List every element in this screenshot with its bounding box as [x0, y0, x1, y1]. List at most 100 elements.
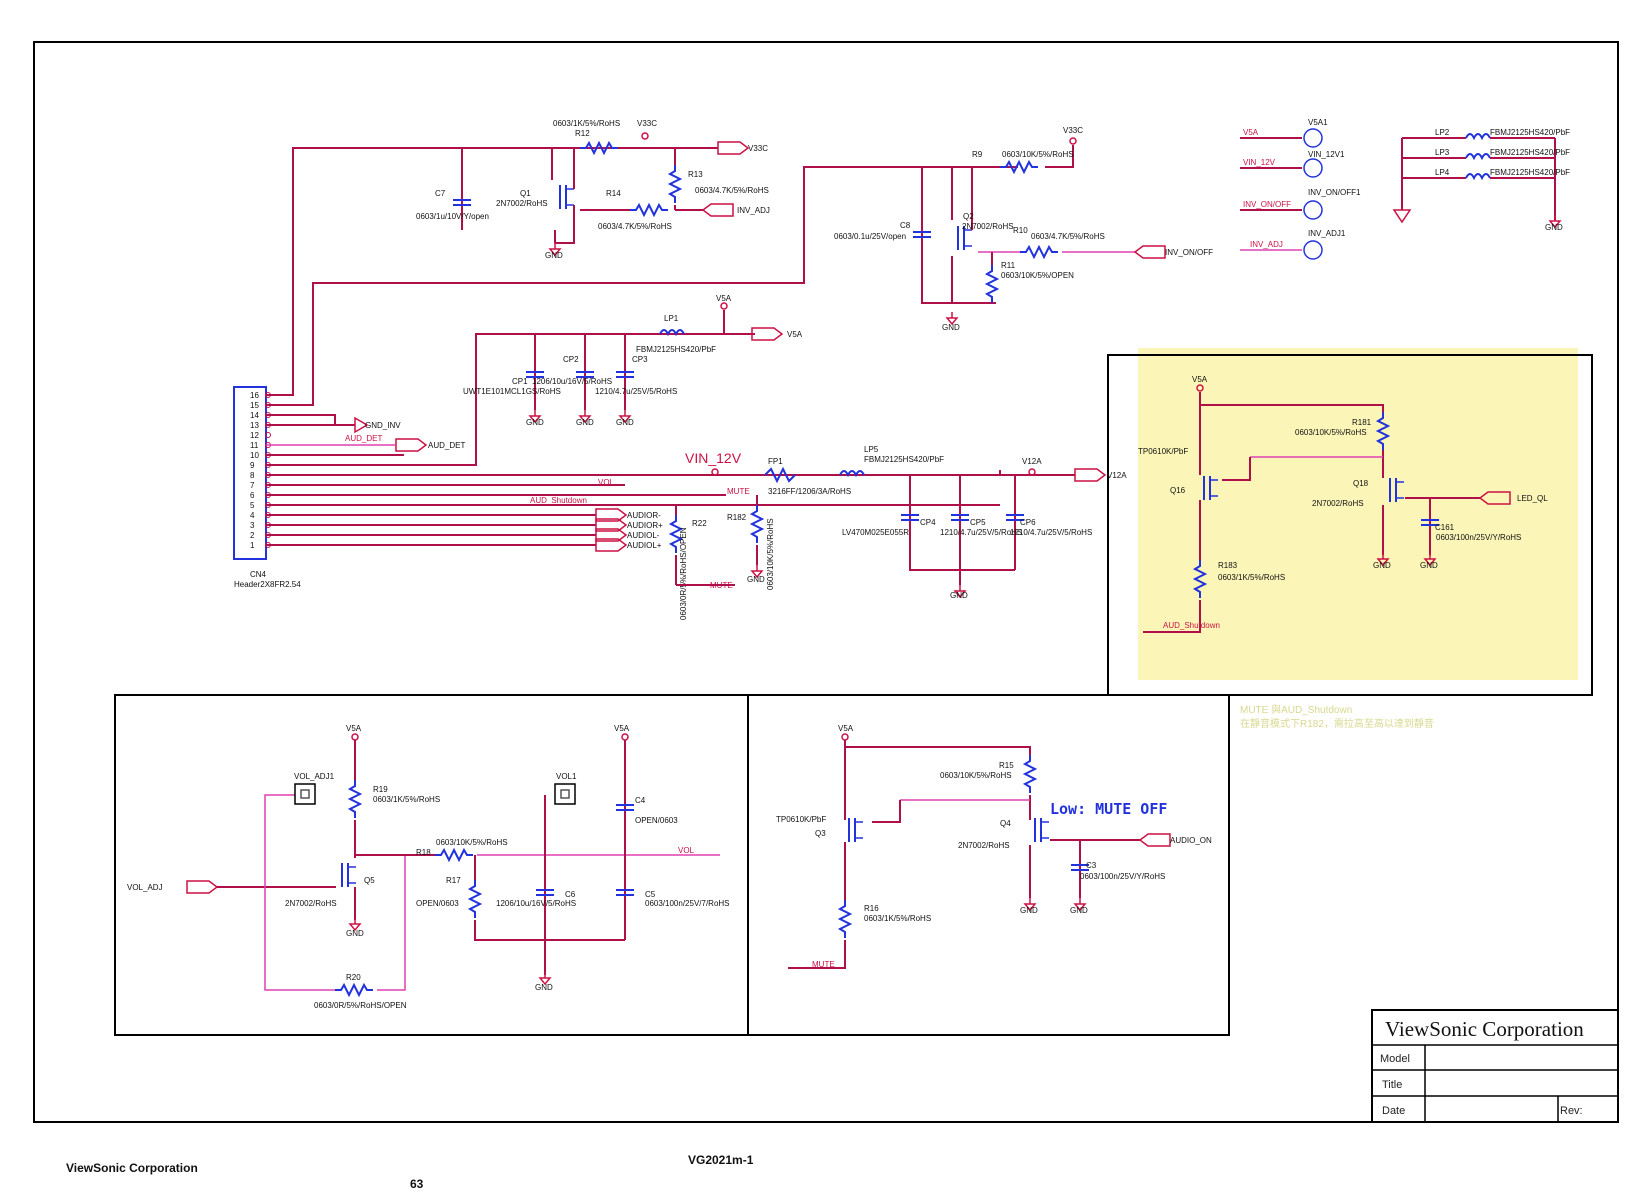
gnd-cp5: GND — [950, 591, 968, 600]
v5a-label-1: V5A — [716, 294, 732, 303]
r9-val: 0603/10K/5%/RoHS — [1002, 150, 1074, 159]
v33c-label-2: V33C — [1063, 126, 1083, 135]
cn4-pin-6: 6 — [250, 491, 255, 500]
v5a-label-mute: V5A — [838, 724, 854, 733]
lp1-section: LP1 FBMJ2125HS420/PbF V5A V5A CP1 1206/1… — [463, 294, 803, 427]
r20-ref: R20 — [346, 973, 361, 982]
vol-net: VOL — [598, 478, 615, 487]
v5a-label-c4: V5A — [614, 724, 630, 733]
title-label: Title — [1382, 1079, 1402, 1091]
gnd-c3: GND — [1070, 906, 1088, 915]
cp4-ref: CP4 — [920, 518, 936, 527]
cn4-pin-4: 4 — [250, 511, 255, 520]
aud-shutdown-net-2: AUD_Shutdown — [1163, 621, 1220, 630]
q1-val: 2N7002/RoHS — [496, 199, 548, 208]
connector-cn4: CN4 Header2X8FR2.54 16151413121110987654… — [233, 386, 301, 589]
r18-ref: R18 — [416, 848, 431, 857]
vol1-ref: VOL1 — [556, 772, 577, 781]
r181-val: 0603/10K/5%/RoHS — [1295, 428, 1367, 437]
gnd-c6: GND — [535, 983, 553, 992]
fp1-ref: FP1 — [768, 457, 783, 466]
gnd-cp2: GND — [576, 418, 594, 427]
c3-val: 0603/100n/25V/Y/RoHS — [1080, 872, 1165, 881]
c5-ref: C5 — [645, 890, 656, 899]
c4-ref: C4 — [635, 796, 646, 805]
testpoint-section: V5A VIN_12V INV_ON/OFF INV_ADJ V5A1 VIN_… — [1240, 118, 1361, 260]
title-block: ViewSonic Corporation Model Title Date R… — [1371, 1009, 1619, 1123]
q1-section: 0603/1K/5%/RoHS R12 V33C V33C R13 0603/4… — [416, 119, 770, 260]
mute-net-3: MUTE — [812, 960, 835, 969]
lp234-section: LP2 FBMJ2125HS420/PbF LP3 FBMJ2125HS420/… — [1392, 128, 1570, 232]
tp-invadj1: INV_ADJ1 — [1308, 229, 1346, 238]
cn4-pin-3: 3 — [250, 521, 255, 530]
inv-onoff-port: INV_ON/OFF — [1165, 248, 1213, 257]
lp2-ref: LP2 — [1435, 128, 1450, 137]
audiol-n: AUDIOL- — [627, 531, 660, 540]
q16-ref: Q16 — [1170, 486, 1186, 495]
q18-val: 2N7002/RoHS — [1312, 499, 1364, 508]
c6-ref: C6 — [565, 890, 576, 899]
vin12v-section: VIN_12V FP1 3216FF/1206/3A/RoHS LP5 FBMJ… — [685, 445, 1127, 600]
r12-ref: R12 — [575, 129, 590, 138]
r22-val: 0603/0R/5%/RoHS/OPEN — [679, 527, 688, 620]
c8-val: 0603/0.1u/25V/open — [834, 232, 906, 241]
cn4-pin-1: 1 — [250, 541, 255, 550]
lp3-ref: LP3 — [1435, 148, 1450, 157]
r10-val: 0603/4.7K/5%/RoHS — [1031, 232, 1105, 241]
lp1-val: FBMJ2125HS420/PbF — [636, 345, 716, 354]
v33c-port-1: V33C — [748, 144, 768, 153]
lp1-ref: LP1 — [664, 314, 679, 323]
cp4-val: LV470M025E055R — [842, 528, 909, 537]
gnd-q18: GND — [1373, 561, 1391, 570]
note-line-1: MUTE 與AUD_Shutdown — [1240, 703, 1352, 716]
volume-section: V5A V5A VOL_ADJ1 VOL1 R19 0603/1K/5%/RoH… — [127, 724, 730, 1010]
lp4-val: FBMJ2125HS420/PbF — [1490, 168, 1570, 177]
r18-val: 0603/10K/5%/RoHS — [436, 838, 508, 847]
q5-val: 2N7002/RoHS — [285, 899, 337, 908]
led-ql-port: LED_QL — [1517, 494, 1548, 503]
tp-invadj-net: INV_ADJ — [1250, 240, 1283, 249]
lp3-val: FBMJ2125HS420/PbF — [1490, 148, 1570, 157]
mute-section: V5A R15 0603/10K/5%/RoHS Low: MUTE OFF T… — [776, 724, 1212, 969]
v33c-label-1: V33C — [637, 119, 657, 128]
r183-ref: R183 — [1218, 561, 1238, 570]
cn4-pin-13: 13 — [250, 421, 259, 430]
gnd-q4: GND — [1020, 906, 1038, 915]
cp1-val2: UWT1E101MCL1GS/RoHS — [463, 387, 561, 396]
q2-val: 2N7002/RoHS — [962, 222, 1014, 231]
c161-ref: C161 — [1435, 523, 1455, 532]
q4-val: 2N7002/RoHS — [958, 841, 1010, 850]
r16-val: 0603/1K/5%/RoHS — [864, 914, 931, 923]
vol-adj1-ref: VOL_ADJ1 — [294, 772, 335, 781]
c7-val: 0603/1u/10V/Y/open — [416, 212, 489, 221]
gnd-r182: GND — [747, 575, 765, 584]
vin12v-label: VIN_12V — [685, 450, 742, 466]
cn4-pin-11: 11 — [250, 441, 259, 450]
c161-val: 0603/100n/25V/Y/RoHS — [1436, 533, 1521, 542]
gnd-q5: GND — [346, 929, 364, 938]
cp6-ref: CP6 — [1020, 518, 1036, 527]
cn4-ref: CN4 — [250, 570, 267, 579]
cn4-pin-7: 7 — [250, 481, 255, 490]
v12a-label: V12A — [1022, 457, 1042, 466]
gnd-cp3: GND — [616, 418, 634, 427]
lp5-ref: LP5 — [864, 445, 879, 454]
aud-det-port: AUD_DET — [428, 441, 465, 450]
vol-net-2: VOL — [678, 846, 695, 855]
gnd-lp: GND — [1545, 223, 1563, 232]
v5a-label-q16: V5A — [1192, 375, 1208, 384]
cn4-pin-16: 16 — [250, 391, 259, 400]
r19-val: 0603/1K/5%/RoHS — [373, 795, 440, 804]
r17-ref: R17 — [446, 876, 461, 885]
gnd-q1: GND — [545, 251, 563, 260]
cp3-ref: CP3 — [632, 355, 648, 364]
cn4-part: Header2X8FR2.54 — [234, 580, 301, 589]
r20-val: 0603/0R/5%/RoHS/OPEN — [314, 1001, 407, 1010]
tp-invonoff-net: INV_ON/OFF — [1243, 200, 1291, 209]
r17-val: OPEN/0603 — [416, 899, 459, 908]
r14-val: 0603/4.7K/5%/RoHS — [598, 222, 672, 231]
r182-val: 0603/10K/5%/RoHS — [766, 518, 775, 590]
q3-val: TP0610K/PbF — [776, 815, 826, 824]
audio-shutdown-section: V5A TP0610K/PbF Q16 R181 0603/10K/5%/RoH… — [1138, 375, 1548, 633]
cn4-pin-15: 15 — [250, 401, 259, 410]
